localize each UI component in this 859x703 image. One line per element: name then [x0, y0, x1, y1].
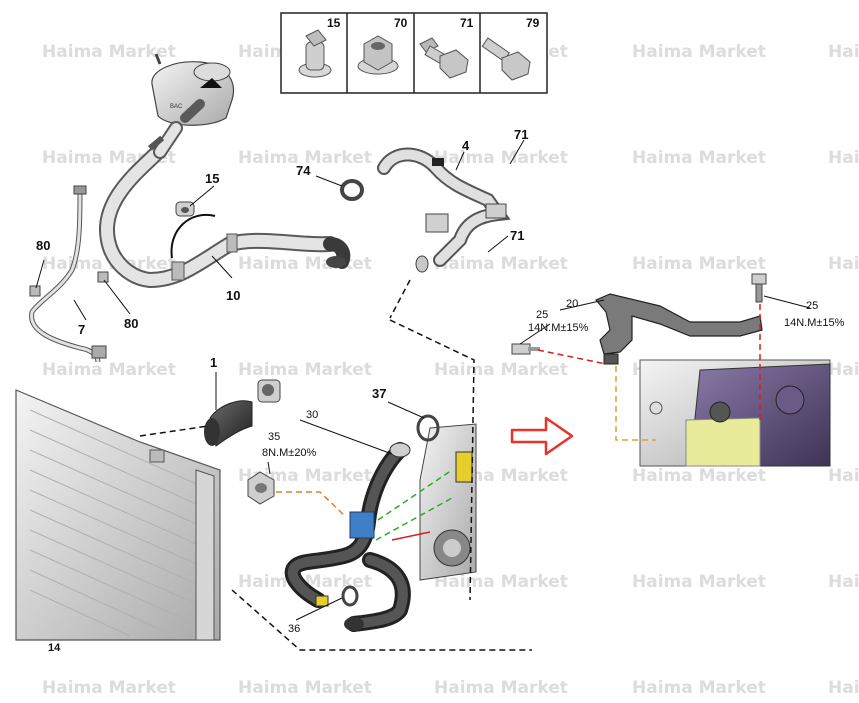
connection-lines: [139, 279, 532, 651]
callout-25-left: 25: [536, 309, 548, 321]
callout-4: 4: [462, 138, 470, 153]
mounting-bracket-20: [595, 293, 763, 365]
hose-clamp-36: [341, 585, 359, 607]
hose-clamp-15: [175, 201, 195, 217]
callout-1: 1: [210, 355, 217, 370]
callout-30: 30: [306, 409, 318, 421]
callout-25-right: 25: [806, 300, 818, 312]
radiator: [15, 389, 221, 641]
bolt-25-left: [511, 343, 540, 355]
coolant-hose-10: [98, 99, 351, 289]
torque-25-left: 14N.M±15%: [528, 322, 589, 334]
leader-lines: [35, 139, 811, 621]
torque-25-right: 14N.M±15%: [784, 317, 845, 329]
inset-part-71-number: 71: [460, 16, 474, 30]
callout-74: 74: [296, 163, 311, 178]
callout-71-bottom: 71: [510, 228, 524, 243]
radiator-hose-1: [204, 379, 281, 447]
hose-clamp-37: [416, 414, 440, 442]
callout-15: 15: [205, 171, 219, 186]
torque-35: 8N.M±20%: [262, 447, 317, 459]
parts-inset-table: 15 70 71 79: [280, 12, 548, 94]
seal-ring-74: [340, 179, 364, 201]
clamp-icon: [298, 29, 332, 78]
callout-35: 35: [268, 431, 280, 443]
transmission-view: [639, 359, 831, 467]
callout-7: 7: [78, 322, 85, 337]
callout-10: 10: [226, 288, 240, 303]
callout-36: 36: [288, 623, 300, 635]
clip-80-right: [97, 271, 109, 283]
callout-80-left: 80: [36, 238, 50, 253]
flange-nut-35: [247, 471, 275, 505]
callout-80-right: 80: [124, 316, 138, 331]
callout-14: 14: [48, 642, 61, 654]
expansion-tank: BAC: [151, 53, 234, 126]
connection-lines-right: [537, 304, 761, 441]
threaded-bolt-icon: [481, 37, 531, 81]
direction-arrow-icon: [510, 416, 574, 456]
inset-part-70-number: 70: [394, 16, 408, 30]
callout-37: 37: [372, 386, 386, 401]
svg-text:BAC: BAC: [170, 104, 183, 110]
callout-71-top: 71: [514, 127, 528, 142]
callout-20: 20: [566, 298, 578, 310]
clip-80-left: [29, 285, 41, 297]
flange-nut-icon: [357, 35, 399, 75]
flange-bolt-icon: [419, 37, 469, 79]
engine-block-view: [419, 423, 477, 581]
inset-part-79-number: 79: [526, 16, 540, 30]
bleed-pipe-7: [29, 185, 107, 363]
coolant-hose-30: [284, 442, 411, 632]
bolt-25-right: [751, 273, 767, 303]
inset-part-15-number: 15: [327, 16, 341, 30]
coolant-pipe-4: [377, 147, 511, 273]
